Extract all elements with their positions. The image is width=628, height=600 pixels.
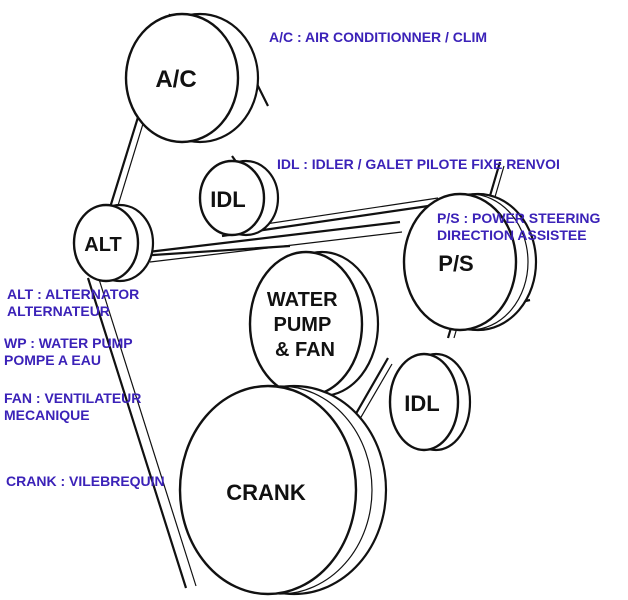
water-pump-label-line-2: PUMP	[274, 314, 331, 336]
water-pump-label-line-3: & FAN	[275, 339, 335, 361]
legend-wp-line-1: WP : WATER PUMP	[4, 335, 133, 351]
ac-pulley: A/C	[124, 12, 260, 144]
ac-pulley-label: A/C	[155, 66, 196, 93]
legend-fan-line-1: FAN : VENTILATEUR	[4, 390, 142, 406]
legend-ps: P/S : POWER STEERING DIRECTION ASSISTEE	[437, 210, 600, 244]
legend-wp: WP : WATER PUMP POMPE A EAU	[4, 335, 133, 369]
idler-upper-pulley-label: IDL	[210, 187, 245, 212]
water-pump-pulley-label: WATER PUMP & FAN	[267, 289, 343, 361]
legend-alt-line-2: ALTERNATEUR	[7, 303, 110, 319]
water-pump-pulley: WATER PUMP & FAN	[248, 250, 380, 398]
power-steering-pulley: P/S	[402, 192, 538, 332]
water-pump-label-line-1: WATER	[267, 289, 338, 311]
legend-ac-line-1: A/C : AIR CONDITIONNER / CLIM	[269, 29, 488, 45]
alternator-pulley: ALT	[72, 203, 155, 283]
power-steering-pulley-label: P/S	[438, 251, 473, 276]
legend-ps-line-2: DIRECTION ASSISTEE	[437, 227, 587, 243]
legend-crank: CRANK : VILEBREQUIN	[6, 473, 165, 490]
crankshaft-pulley: CRANK	[178, 384, 388, 596]
legend-wp-line-2: POMPE A EAU	[4, 352, 101, 368]
crankshaft-pulley-label: CRANK	[226, 480, 306, 505]
idler-lower-pulley-label: IDL	[404, 391, 439, 416]
alternator-pulley-label: ALT	[84, 234, 121, 256]
legend-ac: A/C : AIR CONDITIONNER / CLIM	[269, 29, 487, 46]
legend-alt: ALT : ALTERNATOR ALTERNATEUR	[7, 286, 139, 320]
idler-upper-pulley: IDL	[198, 159, 280, 237]
legend-idl: IDL : IDLER / GALET PILOTE FIXE RENVOI	[277, 156, 560, 173]
legend-alt-line-1: ALT : ALTERNATOR	[7, 286, 140, 302]
legend-ps-line-1: P/S : POWER STEERING	[437, 210, 601, 226]
legend-crank-line-1: CRANK : VILEBREQUIN	[6, 473, 165, 489]
legend-fan-line-2: MECANIQUE	[4, 407, 90, 423]
legend-fan: FAN : VENTILATEUR MECANIQUE	[4, 390, 141, 424]
legend-idl-line-1: IDL : IDLER / GALET PILOTE FIXE RENVOI	[277, 156, 560, 172]
idler-lower-pulley: IDL	[388, 352, 472, 452]
